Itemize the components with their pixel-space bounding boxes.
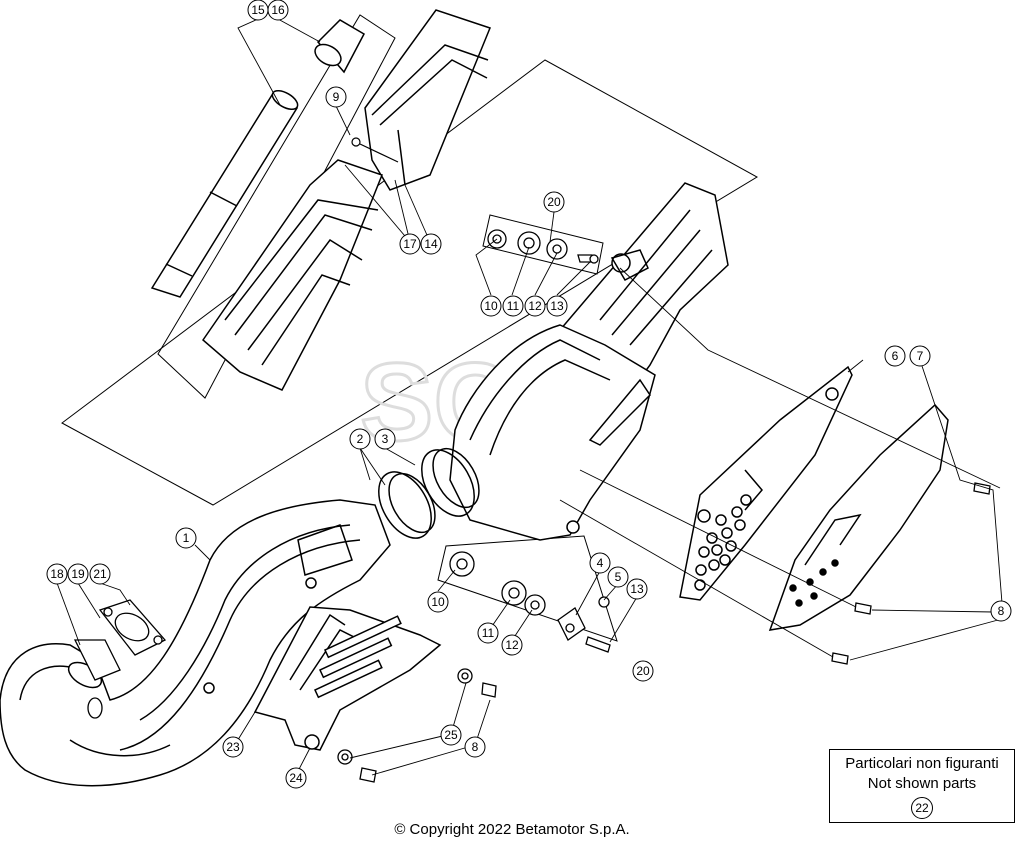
legend-english-label: Not shown parts	[867, 775, 977, 792]
svg-text:2: 2	[357, 432, 364, 446]
svg-text:13: 13	[550, 299, 564, 313]
svg-text:8: 8	[472, 740, 479, 754]
leader-lines	[56, 18, 1003, 776]
svg-text:17: 17	[403, 237, 417, 251]
svg-text:12: 12	[505, 638, 519, 652]
heat-shield-6	[679, 365, 853, 601]
callout-21: 21	[89, 563, 111, 585]
svg-text:5: 5	[615, 570, 622, 584]
svg-text:15: 15	[251, 3, 265, 17]
svg-text:20: 20	[636, 664, 650, 678]
silencer-cover	[202, 159, 383, 391]
svg-text:8: 8	[998, 604, 1005, 618]
washer-group-frame-bottom	[437, 535, 618, 642]
svg-text:11: 11	[482, 626, 495, 640]
washer-group-frame-top	[482, 214, 604, 275]
heat-shield-7	[768, 403, 949, 631]
callout-12-bottom: 12	[501, 634, 523, 656]
svg-text:12: 12	[528, 299, 542, 313]
callout-11-bottom: 11	[477, 622, 499, 644]
muffler-end-cap	[364, 9, 491, 191]
callout-5: 5	[607, 566, 629, 588]
svg-text:14: 14	[424, 237, 438, 251]
callout-24: 24	[285, 767, 307, 789]
svg-text:11: 11	[507, 299, 520, 313]
screws-8	[831, 482, 991, 665]
svg-text:23: 23	[226, 740, 240, 754]
svg-text:18: 18	[50, 567, 64, 581]
muffler-body	[449, 182, 729, 541]
heat-guard	[253, 606, 442, 751]
svg-text:20: 20	[547, 195, 561, 209]
callout-18: 18	[46, 563, 68, 585]
callout-10-bottom: 10	[427, 591, 449, 613]
bolts-bottom	[337, 668, 497, 783]
callout-14: 14	[420, 233, 442, 255]
callout-9: 9	[325, 86, 347, 108]
svg-text:19: 19	[71, 567, 85, 581]
svg-text:1: 1	[183, 531, 190, 545]
screw-9	[351, 137, 399, 163]
tail-pipe-group-frame	[157, 14, 396, 399]
callout-13-bottom: 13	[626, 578, 648, 600]
svg-text:16: 16	[271, 3, 285, 17]
svg-text:10: 10	[431, 595, 445, 609]
svg-text:9: 9	[333, 90, 340, 104]
clamp-sleeve	[314, 19, 365, 74]
callout-8-bottom: 8	[464, 736, 486, 758]
callout-3: 3	[374, 428, 396, 450]
not-shown-parts-box: Particolari non figuranti Not shown part…	[829, 749, 1015, 823]
callout-13-top: 13	[546, 295, 568, 317]
svg-text:6: 6	[892, 349, 899, 363]
callout-labels: 15 16 9 17 14 20 10 11 12 13 6 7 2 3 1 1…	[46, 0, 1012, 789]
svg-text:25: 25	[444, 728, 458, 742]
callout-11-top: 11	[502, 295, 524, 317]
tail-pipe	[150, 89, 299, 298]
copyright-notice: © Copyright 2022 Betamotor S.p.A.	[394, 821, 630, 838]
svg-text:24: 24	[289, 771, 303, 785]
callout-1: 1	[175, 527, 197, 549]
callout-4: 4	[589, 552, 611, 574]
callout-25: 25	[440, 724, 462, 746]
callout-16: 16	[267, 0, 289, 21]
callout-20-top: 20	[543, 191, 565, 213]
svg-text:4: 4	[597, 556, 604, 570]
svg-text:10: 10	[484, 299, 498, 313]
washer-set-top	[487, 229, 599, 264]
callout-7: 7	[909, 345, 931, 367]
callout-12-top: 12	[524, 295, 546, 317]
callout-10-top: 10	[480, 295, 502, 317]
exhaust-flange	[73, 599, 167, 719]
legend-italian-label: Particolari non figuranti	[845, 755, 999, 772]
svg-text:21: 21	[93, 567, 107, 581]
callout-6: 6	[884, 345, 906, 367]
callout-20-bottom: 20	[632, 660, 654, 682]
svg-text:3: 3	[382, 432, 389, 446]
svg-text:13: 13	[630, 582, 644, 596]
washer-set-bottom	[449, 551, 611, 653]
legend-part-number: 22	[911, 797, 933, 819]
callout-15: 15	[247, 0, 269, 21]
callout-8-right: 8	[990, 600, 1012, 622]
callout-23: 23	[222, 736, 244, 758]
callout-2: 2	[349, 428, 371, 450]
callout-17: 17	[399, 233, 421, 255]
callout-19: 19	[67, 563, 89, 585]
svg-text:7: 7	[917, 349, 924, 363]
gasket-rings	[378, 447, 480, 539]
